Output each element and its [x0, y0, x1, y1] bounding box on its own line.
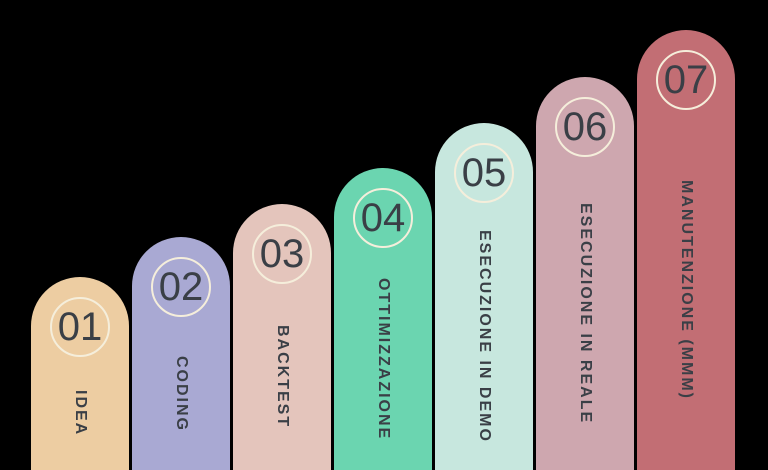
step-label-wrap-2: CODING — [132, 317, 230, 470]
step-label-wrap-5: ESECUZIONE IN DEMO — [435, 203, 533, 470]
step-label-4: OTTIMIZZAZIONE — [375, 277, 392, 441]
step-number-circle-3: 03 — [252, 224, 312, 284]
step-number-circle-7: 07 — [656, 50, 716, 110]
step-label-7: MANUTENZIONE (MMM) — [678, 180, 695, 400]
step-pill-1: 01 IDEA — [31, 277, 129, 470]
step-number-1: 01 — [57, 305, 103, 349]
step-label-6: ESECUZIONE IN REALE — [577, 202, 594, 425]
step-label-1: IDEA — [72, 390, 89, 437]
step-number-circle-4: 04 — [353, 188, 413, 248]
step-number-circle-2: 02 — [151, 257, 211, 317]
step-number-circle-6: 06 — [555, 97, 615, 157]
step-pill-3: 03 BACKTEST — [233, 204, 331, 470]
step-label-2: CODING — [173, 355, 190, 432]
step-pill-2: 02 CODING — [132, 237, 230, 470]
step-number-6: 06 — [562, 105, 608, 149]
step-label-5: ESECUZIONE IN DEMO — [476, 230, 493, 443]
step-label-wrap-4: OTTIMIZZAZIONE — [334, 248, 432, 470]
step-label-3: BACKTEST — [274, 325, 291, 429]
step-label-wrap-7: MANUTENZIONE (MMM) — [637, 110, 735, 470]
step-number-3: 03 — [259, 232, 305, 276]
step-number-2: 02 — [158, 265, 204, 309]
step-label-wrap-1: IDEA — [31, 357, 129, 470]
step-pill-5: 05 ESECUZIONE IN DEMO — [435, 123, 533, 470]
step-pill-6: 06 ESECUZIONE IN REALE — [536, 77, 634, 470]
step-number-circle-5: 05 — [454, 143, 514, 203]
step-pill-7: 07 MANUTENZIONE (MMM) — [637, 30, 735, 470]
step-label-wrap-3: BACKTEST — [233, 284, 331, 470]
step-number-7: 07 — [663, 58, 709, 102]
step-pill-4: 04 OTTIMIZZAZIONE — [334, 168, 432, 470]
step-number-5: 05 — [461, 151, 507, 195]
step-number-circle-1: 01 — [50, 297, 110, 357]
step-label-wrap-6: ESECUZIONE IN REALE — [536, 157, 634, 470]
step-number-4: 04 — [360, 196, 406, 240]
